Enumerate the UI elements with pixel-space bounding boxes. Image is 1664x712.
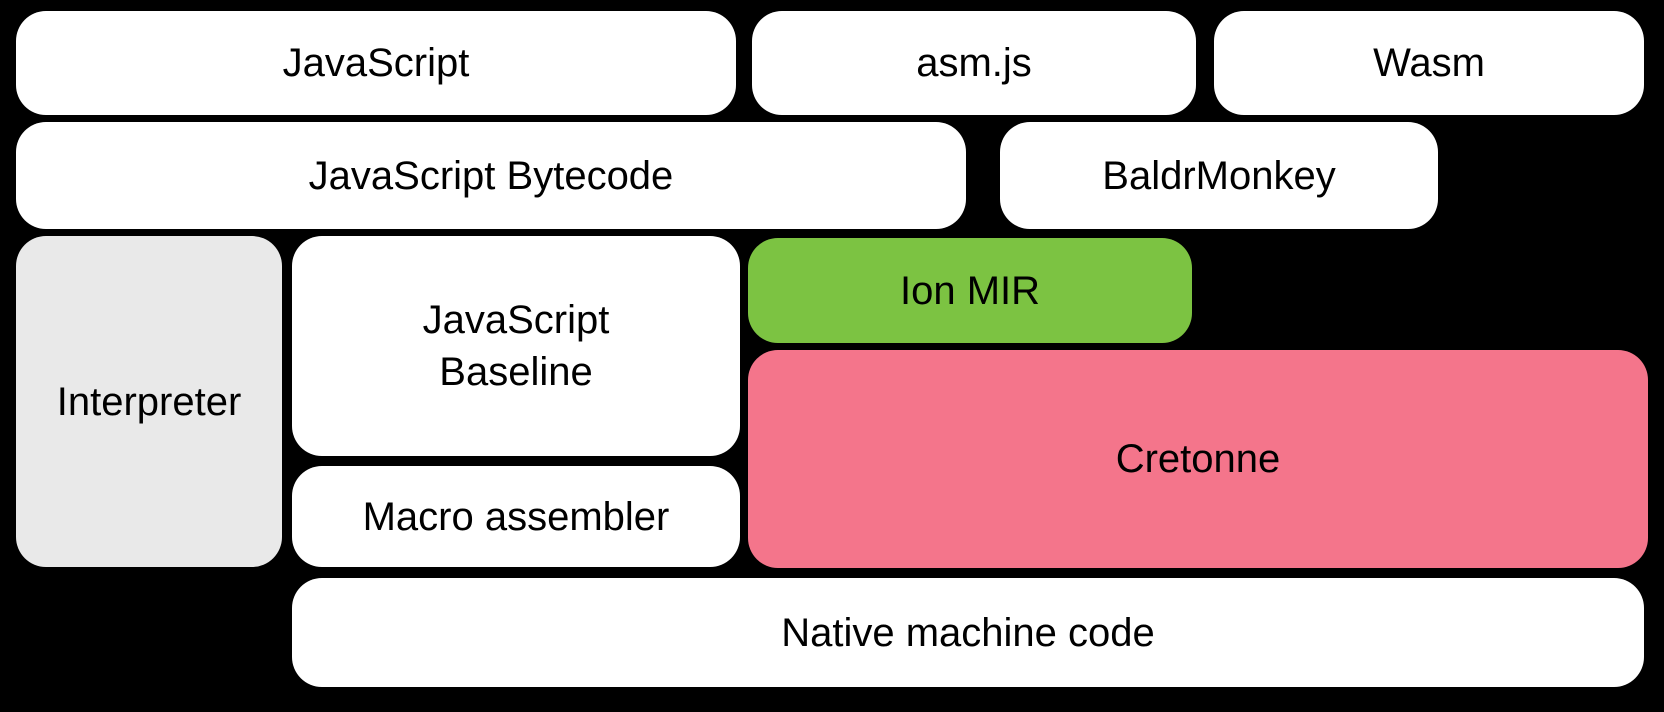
box-interpreter: Interpreter — [16, 236, 282, 567]
box-javascript-label: JavaScript — [282, 41, 470, 85]
box-baldrmonkey-label: BaldrMonkey — [1102, 153, 1336, 198]
box-wasm-label: Wasm — [1373, 41, 1485, 85]
box-cretonne-label: Cretonne — [1115, 437, 1281, 481]
box-javascript-baseline: JavaScript Baseline — [292, 236, 740, 456]
box-asm-js: asm.js — [752, 11, 1196, 115]
box-javascript-baseline-label: JavaScript Baseline — [422, 298, 610, 394]
box-cretonne: Cretonne — [748, 350, 1648, 568]
box-wasm: Wasm — [1214, 11, 1644, 115]
box-native-machine-code-label: Native machine code — [781, 610, 1155, 655]
box-macro-assembler-label: Macro assembler — [362, 494, 670, 539]
box-native-machine-code: Native machine code — [292, 578, 1644, 687]
box-macro-assembler: Macro assembler — [292, 466, 740, 567]
box-ion-mir-label: Ion MIR — [899, 268, 1041, 313]
box-javascript-bytecode: JavaScript Bytecode — [16, 122, 966, 229]
box-javascript: JavaScript — [16, 11, 736, 115]
box-baldrmonkey: BaldrMonkey — [1000, 122, 1438, 229]
box-interpreter-label: Interpreter — [56, 379, 242, 424]
box-javascript-bytecode-label: JavaScript Bytecode — [308, 153, 674, 198]
box-asm-js-label: asm.js — [916, 41, 1032, 85]
box-ion-mir: Ion MIR — [748, 238, 1192, 343]
